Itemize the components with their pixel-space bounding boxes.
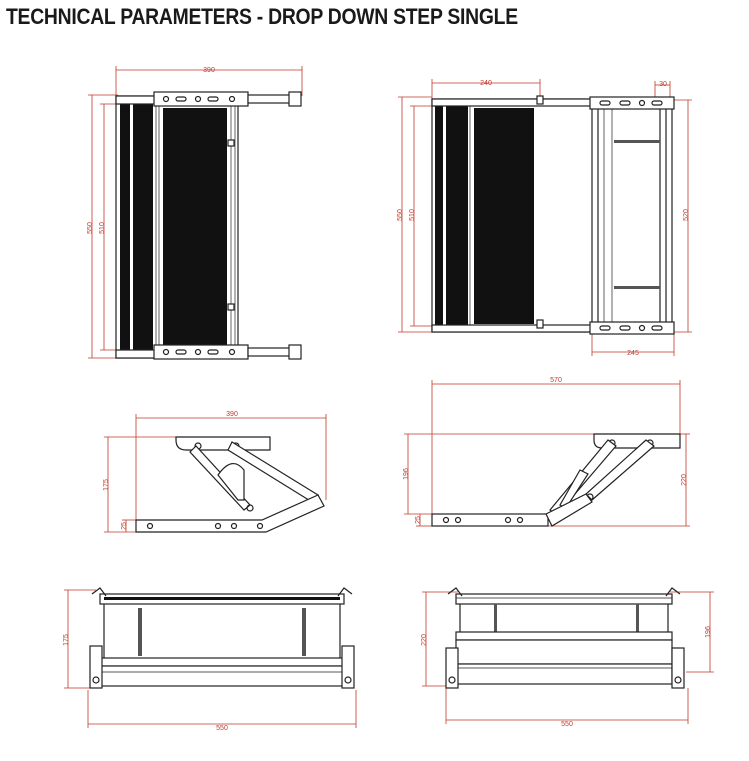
dim-height-175: 175 — [103, 479, 110, 491]
dim-length-570: 570 — [550, 377, 562, 384]
dim-step-25: 25 — [121, 522, 128, 530]
dim-tread-240: 240 — [480, 80, 492, 87]
front-view-extended: 220 196 550 — [421, 587, 714, 728]
dim-height-196: 196 — [403, 468, 410, 480]
dim-rail-520: 520 — [683, 209, 690, 221]
side-view-extended: 570 196 220 25 — [403, 377, 690, 527]
dim-front-height-220: 220 — [421, 634, 428, 646]
dim-depth-510: 510 — [99, 222, 106, 234]
dim-edge-30: 30 — [659, 81, 667, 88]
dim-front-width-550-ext: 550 — [561, 721, 573, 728]
dim-bracket-245: 245 — [627, 350, 639, 357]
dim-width-390: 390 — [203, 67, 215, 74]
dim-step-25-ext: 25 — [415, 516, 422, 524]
dim-height-220: 220 — [681, 474, 688, 486]
side-view-retracted: 390 175 25 — [103, 411, 327, 533]
dim-front-width-550: 550 — [216, 725, 228, 732]
top-view-retracted: 390 550 510 — [87, 66, 303, 360]
top-view-extended: 240 30 550 510 520 245 — [397, 79, 692, 357]
page-title: TECHNICAL PARAMETERS - DROP DOWN STEP SI… — [6, 4, 518, 29]
dim-depth-550-ext: 550 — [397, 209, 404, 221]
dim-depth-550: 550 — [87, 222, 94, 234]
dim-length-390: 390 — [226, 411, 238, 418]
dim-front-height-196: 196 — [705, 626, 712, 638]
dim-front-height-175: 175 — [63, 634, 70, 646]
dim-depth-510-ext: 510 — [409, 209, 416, 221]
front-view-retracted: 175 550 — [63, 587, 357, 732]
